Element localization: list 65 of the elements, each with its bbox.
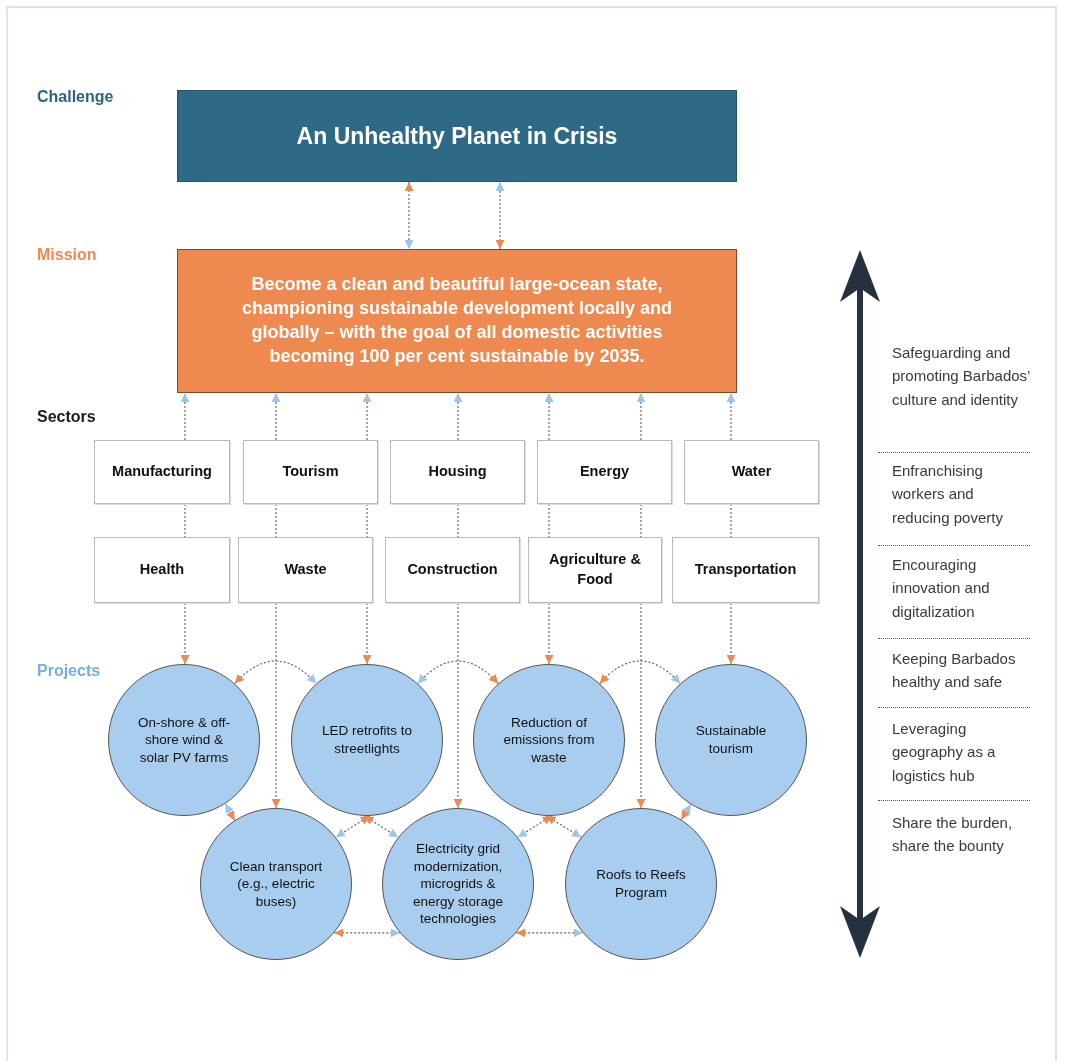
- node-text: Health: [139, 560, 185, 580]
- node-text: Reduction of emissions from waste: [502, 713, 596, 767]
- connector-arrow: [180, 602, 190, 665]
- sector-box: [537, 440, 672, 504]
- node-text: Agriculture & Food: [548, 550, 642, 589]
- node-text: Waste: [284, 560, 327, 580]
- connector-arrow: [544, 392, 554, 441]
- connector-arrow: [599, 660, 681, 685]
- connector-arrow: [515, 928, 584, 938]
- node-text: Construction: [407, 560, 498, 580]
- connector-arrow: [544, 602, 554, 665]
- node-text: Energy: [579, 462, 630, 482]
- sector-box: [243, 440, 378, 504]
- node-text: On-shore & off-shore wind & solar PV farms: [136, 713, 231, 767]
- connector-arrow: [362, 392, 372, 441]
- connector-arrow: [234, 660, 317, 685]
- sector-box: [672, 537, 819, 603]
- connector-arrow: [680, 803, 692, 821]
- sector-box: [390, 440, 525, 504]
- connector-arrow: [453, 392, 463, 441]
- sector-box: [238, 537, 373, 603]
- connector-arrow: [417, 660, 499, 685]
- goal-text: Enfranchising workers and reducing poverty: [892, 461, 1004, 528]
- connector-arrow: [453, 602, 463, 809]
- connector-arrow: [362, 602, 372, 665]
- connector-arrow: [363, 815, 399, 838]
- connector-arrow: [545, 815, 582, 838]
- node-text: An Unhealthy Planet in Crisis: [296, 122, 618, 150]
- goal-text: Safeguarding and promoting Barbados’ culture and identity: [892, 343, 1031, 410]
- connector-arrow: [726, 602, 736, 665]
- node-text: Manufacturing: [112, 462, 212, 482]
- connector-arrow: [636, 392, 646, 441]
- mission-box: [177, 249, 737, 393]
- node-text: Roofs to Reefs Program: [595, 866, 687, 902]
- sector-box: [528, 537, 662, 603]
- connector-arrow: [495, 181, 505, 250]
- connector-arrow: [271, 602, 281, 809]
- goal-text: Share the burden, share the bounty: [892, 813, 1014, 857]
- row-heading: Challenge: [37, 88, 114, 106]
- node-text: Clean transport (e.g., electric buses): [228, 857, 324, 911]
- connector-arrow: [224, 803, 236, 821]
- challenge-box: [177, 90, 737, 182]
- node-text: Sustainable tourism: [694, 722, 768, 758]
- connector-arrow: [404, 181, 414, 250]
- connector-arrow: [636, 602, 646, 809]
- goal-text: Keeping Barbados healthy and safe: [892, 649, 1017, 693]
- sector-box: [385, 537, 520, 603]
- connector-arrow: [726, 392, 736, 441]
- connector-arrow: [180, 392, 190, 441]
- node-text: Become a clean and beautiful large-ocean state, championing sustainable development locally and globally – with the goal of all domestic activities becoming 100 per cent sustainable by 2035.: [240, 273, 674, 368]
- goal-text: Encouraging innovation and digitalization: [892, 555, 991, 622]
- node-text: Transportation: [694, 560, 797, 580]
- sector-box: [94, 537, 230, 603]
- sector-box: [94, 440, 230, 504]
- connector-arrow: [271, 392, 281, 441]
- row-heading: Mission: [37, 246, 97, 264]
- node-text: Water: [731, 462, 772, 482]
- connector-arrow: [333, 928, 401, 938]
- node-text: Housing: [428, 462, 487, 482]
- sector-box: [684, 440, 819, 504]
- goal-text: Leveraging geography as a logistics hub: [892, 719, 997, 786]
- node-text: Tourism: [282, 462, 339, 482]
- row-heading: Sectors: [37, 408, 96, 426]
- node-text: Electricity grid modernization, microgrids & energy storage technologies: [411, 840, 505, 928]
- node-text: LED retrofits to streetlights: [321, 722, 413, 758]
